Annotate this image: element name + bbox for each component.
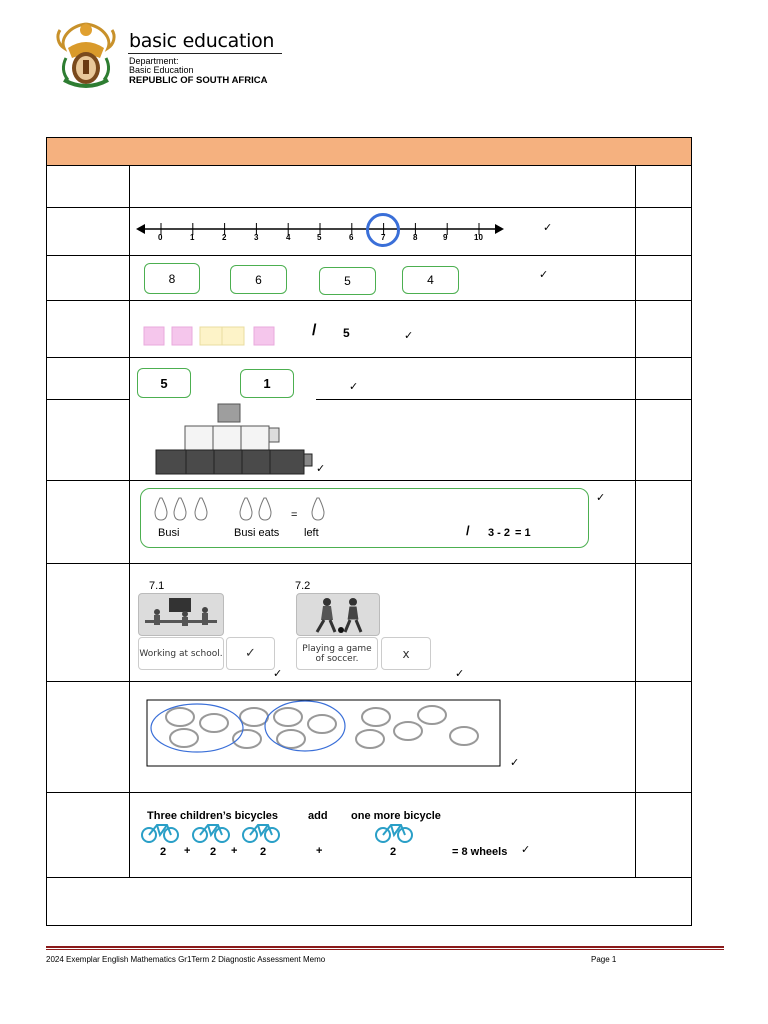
mark-tick: ✓ (521, 843, 531, 856)
tick-label: 9 (443, 233, 448, 242)
label-busi-eats: Busi eats (234, 527, 280, 539)
pears-illustration (152, 494, 332, 522)
country-label: REPUBLIC OF SOUTH AFRICA (129, 75, 268, 86)
tick-label: 5 (317, 233, 322, 242)
wheel-count: 2 (390, 846, 397, 858)
brand-underline (128, 53, 282, 54)
answer-box: 5 (137, 368, 191, 398)
tick-label: 4 (286, 233, 291, 242)
more-bicycle-text: one more bicycle (351, 810, 441, 822)
caption-card: Playing a game of soccer. (296, 637, 378, 670)
tick-label: 0 (158, 233, 163, 242)
department-line-2: Basic Education (129, 65, 194, 75)
answer-slash: / (312, 322, 317, 339)
sum-result: = 1 (515, 527, 531, 539)
soccer-picture (296, 593, 380, 636)
row-divider (47, 480, 691, 481)
footer-title: 2024 Exemplar English Mathematics Gr1Ter… (46, 955, 326, 964)
tick-label: 8 (413, 233, 418, 242)
classroom-picture (138, 593, 224, 636)
mark-tick: ✓ (455, 667, 465, 680)
row-divider (47, 877, 691, 878)
footer-rule (46, 946, 724, 948)
mark-tick: ✓ (510, 756, 520, 769)
mark-tick: ✓ (349, 380, 359, 393)
blocks-illustration (155, 402, 315, 477)
tick-label: 6 (349, 233, 354, 242)
tick-label: 10 (474, 233, 483, 242)
row-divider (47, 207, 691, 208)
row-divider (47, 300, 691, 301)
mark-tick: ✓ (404, 329, 414, 342)
answer-card: ✓ (226, 637, 275, 670)
answer-box: 4 (402, 266, 459, 294)
question-7-1-label: 7.1 (149, 580, 165, 592)
plus-sign: + (231, 845, 238, 857)
grouping-illustration (146, 699, 501, 767)
mark-tick: ✓ (596, 491, 606, 504)
answer-box: 1 (240, 369, 294, 398)
tick-label: 1 (190, 233, 195, 242)
sum-text: 3 - 2 (488, 527, 511, 539)
memo-table (46, 137, 692, 926)
number-line (136, 216, 506, 250)
row-divider (47, 792, 691, 793)
bicycles-illustration (140, 820, 420, 844)
wheel-count: 2 (160, 846, 167, 858)
tick-label: 3 (254, 233, 259, 242)
row-divider (47, 357, 691, 358)
answer-circle (366, 213, 400, 247)
answer-slash: / (466, 523, 470, 538)
answer-box: 8 (144, 263, 200, 294)
table-header-band (47, 138, 691, 166)
caption-card: Working at school. (138, 637, 224, 670)
cubes-illustration (142, 322, 282, 348)
plus-sign: + (184, 845, 191, 857)
row-divider (47, 255, 691, 256)
plus-sign: + (316, 845, 323, 857)
mark-tick: ✓ (539, 268, 549, 281)
row-divider (316, 399, 691, 400)
wheel-count: 2 (210, 846, 217, 858)
equals-sign: = (291, 509, 298, 521)
wheel-count: 2 (260, 846, 267, 858)
coat-of-arms-logo (50, 18, 122, 92)
label-busi: Busi (158, 527, 180, 539)
mark-tick: ✓ (273, 667, 283, 680)
department-label: Department: Basic Education (129, 57, 194, 75)
page-number: Page 1 (591, 955, 617, 964)
row-divider (47, 681, 691, 682)
answer-box: 5 (319, 267, 376, 295)
brand-name: basic education (129, 30, 275, 52)
row-divider (47, 563, 691, 564)
footer-rule (46, 949, 724, 950)
answer-value: 5 (343, 326, 350, 340)
column-divider-left (129, 165, 130, 877)
column-divider-right (635, 165, 636, 877)
add-text: add (308, 810, 328, 822)
answer-box: 6 (230, 265, 287, 294)
wheels-total: = 8 wheels (452, 846, 508, 858)
mark-tick: ✓ (543, 221, 553, 234)
row-divider (47, 399, 130, 400)
bicycles-text: Three children’s bicycles (147, 810, 279, 822)
mark-tick: ✓ (316, 462, 326, 475)
department-line-1: Department: (129, 56, 179, 66)
label-left: left (304, 527, 319, 539)
number-line-labels: 0 1 2 3 4 5 6 7 8 9 10 (136, 233, 506, 247)
answer-card: x (381, 637, 431, 670)
pears-answer-box (140, 488, 589, 548)
question-7-2-label: 7.2 (295, 580, 311, 592)
tick-label: 2 (222, 233, 227, 242)
